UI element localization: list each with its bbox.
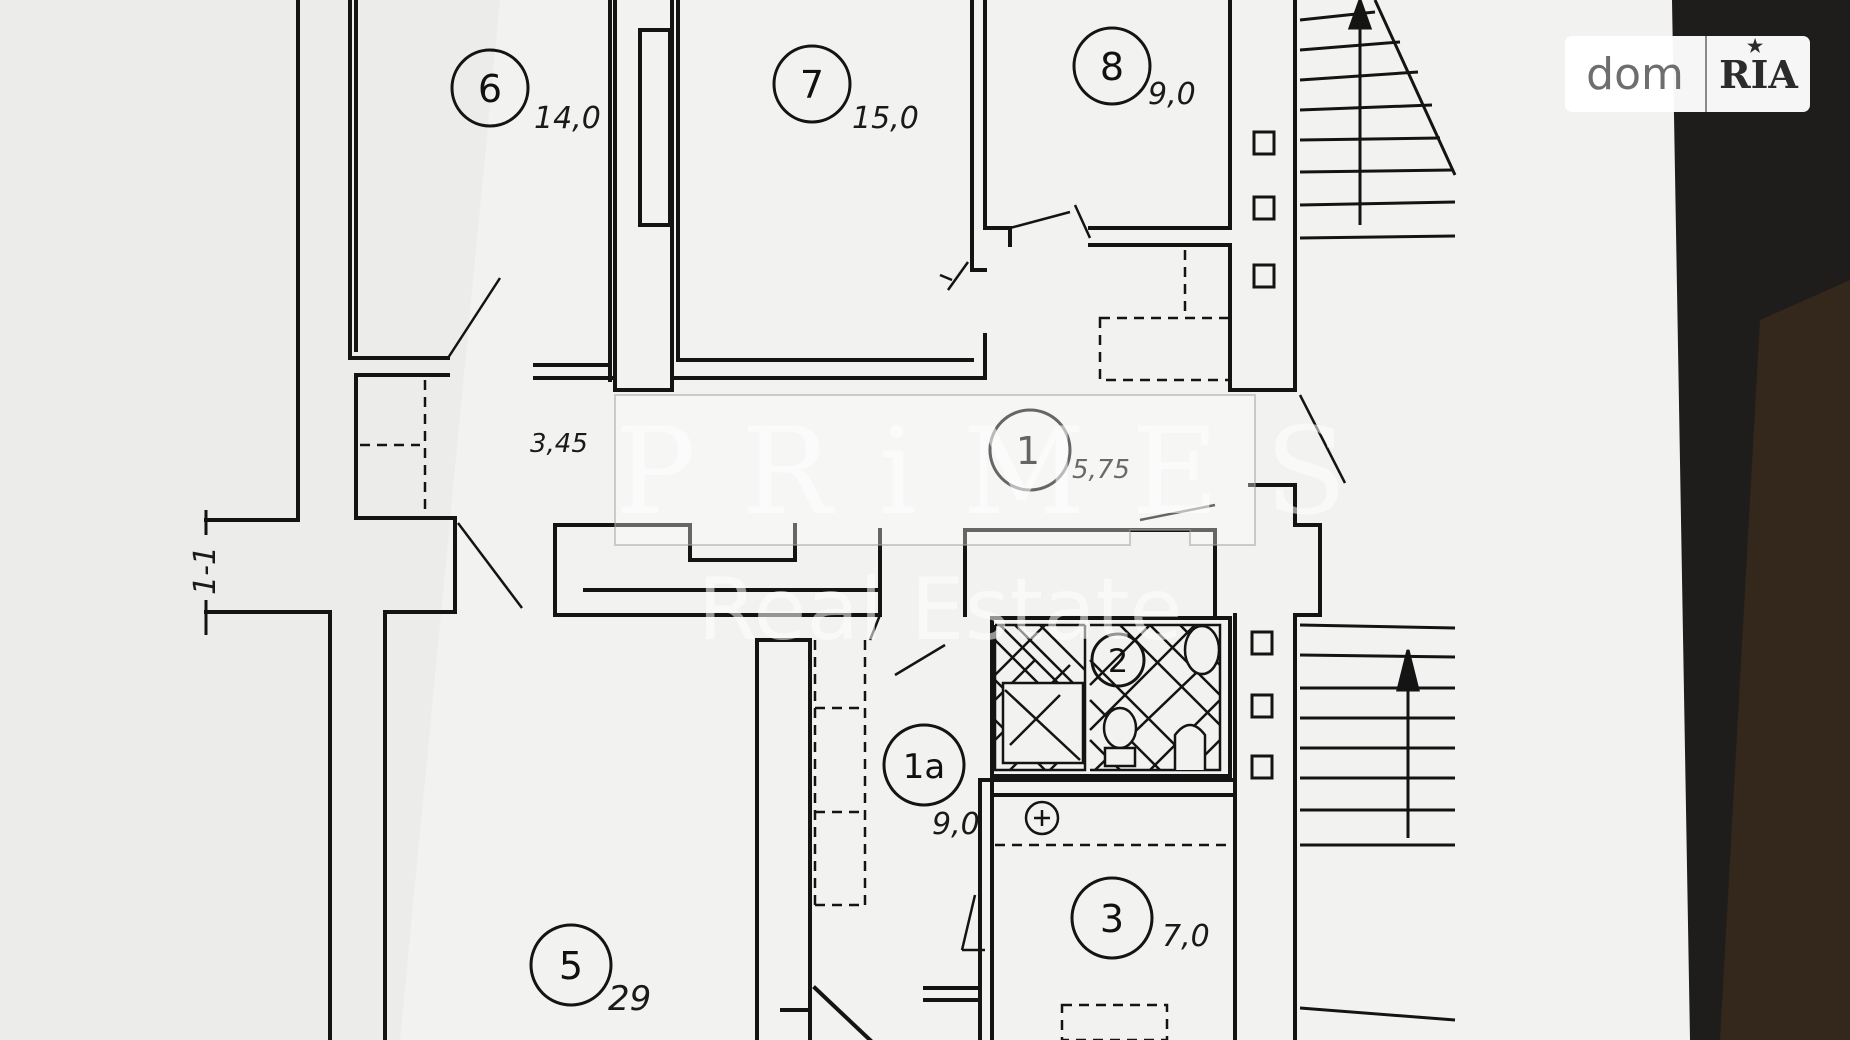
room-3-area: 7,0	[1162, 919, 1210, 954]
room-1-area: 5,75	[1072, 455, 1130, 485]
stairs-upper	[1299, 0, 1457, 240]
star-icon: ★	[1747, 35, 1764, 57]
brand-divider	[1705, 36, 1707, 112]
section-label: 1-1	[188, 546, 223, 595]
room-6-number: 6	[478, 67, 502, 111]
room-2-number: 2	[1108, 642, 1128, 680]
room-5-number: 5	[559, 944, 583, 988]
room-1a-area: 9,0	[932, 807, 980, 842]
room-7-area: 15,0	[852, 101, 919, 136]
watermark-panel	[614, 394, 1256, 546]
room-7-number: 7	[800, 63, 824, 107]
bathroom-fixtures	[993, 623, 1222, 836]
room-8-number: 8	[1100, 45, 1124, 89]
room-1a-number: 1a	[903, 747, 945, 787]
room-1-number: 1	[1016, 429, 1040, 473]
room-3-number: 3	[1100, 897, 1124, 941]
brand-ria-text: ★ RIA	[1707, 36, 1810, 97]
dom-ria-logo[interactable]: dom ★ RIA	[1565, 36, 1810, 112]
dashed-builtins	[360, 250, 1232, 1040]
walls	[204, 0, 1322, 1040]
dimension-label: 3,45	[530, 429, 588, 459]
door-swings	[446, 204, 1347, 952]
stairs-lower	[1299, 623, 1456, 1022]
room-circles	[450, 26, 1154, 1007]
room-8-area: 9,0	[1148, 77, 1196, 112]
room-5-area: 29	[608, 979, 651, 1019]
brand-dom-text: dom	[1586, 48, 1684, 100]
room-6-area: 14,0	[534, 101, 601, 136]
window-markers	[1250, 130, 1276, 780]
brand-ria-label: RIA	[1719, 51, 1798, 97]
